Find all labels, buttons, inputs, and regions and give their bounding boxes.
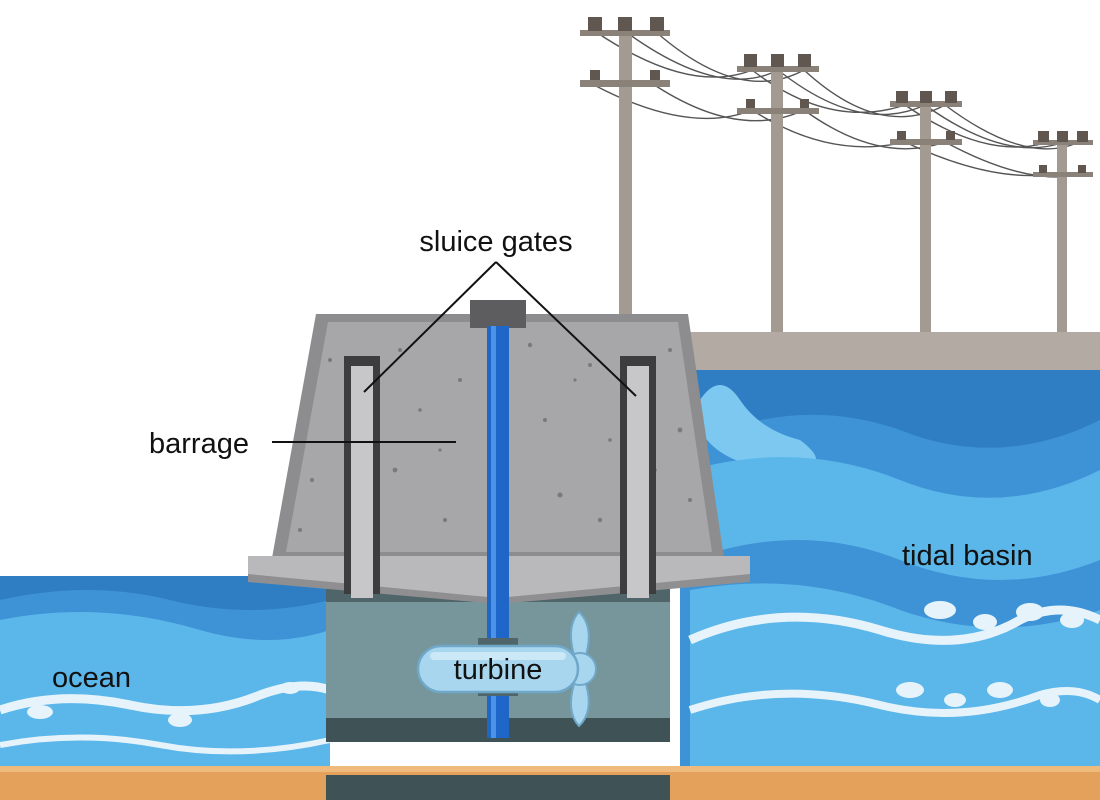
ocean-label: ocean [52, 662, 131, 694]
power-pole-icon [737, 54, 819, 338]
turbine-label: turbine [454, 654, 543, 686]
power-pole-icon [890, 91, 962, 338]
sluice-gates-leader-right [495, 261, 637, 397]
barrage-label: barrage [149, 428, 249, 460]
tidal-basin-label: tidal basin [902, 540, 1033, 572]
shore-wall [680, 332, 1100, 372]
leader-lines [272, 261, 637, 443]
sluice-gates-leader-left [363, 261, 497, 393]
turbine-housing [416, 644, 580, 694]
power-pole-icon [580, 17, 670, 342]
sluice-gates-label: sluice gates [419, 226, 572, 258]
sluice-gate-right [620, 356, 656, 598]
turbine-propeller-icon [563, 610, 597, 728]
ocean-water [0, 576, 332, 776]
sluice-gate-left [344, 356, 380, 598]
tidal-basin-water [680, 370, 1100, 780]
power-pole-icon [1033, 131, 1093, 338]
